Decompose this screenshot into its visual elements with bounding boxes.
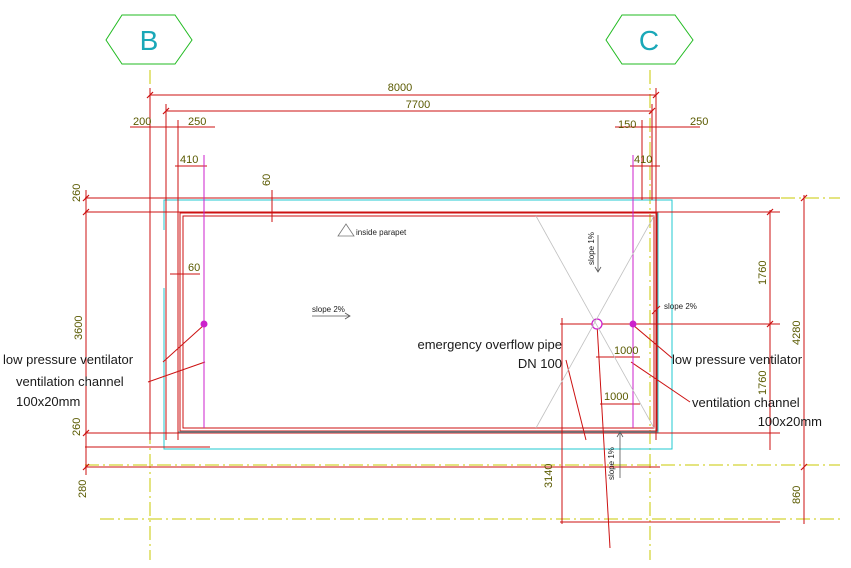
note-inside-parapet: inside parapet [356, 228, 407, 237]
tick-4 [648, 107, 656, 115]
drain-diag-2 [535, 215, 655, 429]
dimension-ticks [82, 91, 808, 471]
tick-3 [162, 107, 170, 115]
leader-vent-right [630, 361, 691, 403]
dim-4280: 4280 [791, 321, 803, 345]
label-overflow-2: DN 100 [518, 356, 562, 371]
roof-edge [182, 215, 655, 429]
tick-6 [82, 208, 90, 216]
leader-vent-left [147, 361, 206, 383]
ventilator-left-icon [200, 320, 208, 328]
axis-bubble-c [605, 14, 694, 65]
dim-410-right: 410 [634, 154, 652, 166]
note-slope-vert-top: slope 1% [587, 232, 596, 265]
dim-7700: 7700 [406, 99, 430, 111]
ventilator-right-icon [629, 320, 637, 328]
dim-60-top: 60 [261, 174, 273, 186]
axis-label-b: B [140, 25, 159, 56]
dim-1760-top: 1760 [757, 261, 769, 285]
dim-1000-b: 1000 [604, 391, 628, 403]
leader-slope-right [651, 305, 661, 315]
tick-2 [652, 91, 660, 99]
slope-arrow-vert-top-head [594, 266, 602, 273]
dim-260-top: 260 [71, 184, 83, 202]
slope-arrow-left-head [344, 312, 351, 320]
dim-200: 200 [133, 116, 151, 128]
parapet-marker-icon [337, 223, 355, 237]
tick-7 [82, 429, 90, 437]
label-vent-right-1: ventilation channel [692, 395, 800, 410]
axis-bubble-b [105, 14, 193, 65]
dim-150: 150 [618, 119, 636, 131]
overflow-pipe-line [596, 323, 611, 549]
tick-9 [766, 208, 774, 216]
parapet-inner [177, 211, 659, 433]
dim-1760-bottom: 1760 [757, 371, 769, 395]
label-lpv-left: low pressure ventilator [3, 352, 134, 367]
label-vent-left-2: 100x20mm [16, 394, 80, 409]
leader-overflow [565, 359, 587, 441]
dim-60-left: 60 [188, 262, 200, 274]
tick-1 [146, 91, 154, 99]
label-vent-right-2: 100x20mm [758, 414, 822, 429]
slope-arrows [312, 235, 624, 478]
roof-slab [179, 212, 658, 432]
dim-8000: 8000 [388, 82, 412, 94]
roof-outline [85, 88, 805, 549]
tick-5 [82, 194, 90, 202]
note-slope-right: slope 2% [664, 302, 697, 311]
leader-lpv-left [162, 324, 205, 363]
drainage-lines [535, 215, 655, 429]
tick-10 [766, 320, 774, 328]
dim-3140: 3140 [543, 464, 555, 488]
grid-lines [85, 70, 840, 560]
dim-860: 860 [791, 486, 803, 504]
leader-lpv-right [632, 324, 673, 359]
axis-label-c: C [639, 25, 659, 56]
tick-12 [800, 463, 808, 471]
label-lpv-right: low pressure ventilator [672, 352, 803, 367]
slope-arrow-vert-bottom-head [616, 431, 624, 438]
label-overflow-1: emergency overflow pipe [417, 337, 562, 352]
dim-250-left: 250 [188, 116, 206, 128]
note-slope-left: slope 2% [312, 305, 345, 314]
dim-250-right: 250 [690, 116, 708, 128]
dim-1000-a: 1000 [614, 345, 638, 357]
label-vent-left-1: ventilation channel [16, 374, 124, 389]
dim-260-bottom: 260 [71, 418, 83, 436]
tick-11 [800, 194, 808, 202]
dim-410-left: 410 [180, 154, 198, 166]
dim-3600: 3600 [73, 316, 85, 340]
tick-8 [82, 463, 90, 471]
note-slope-vert-bottom: slope 1% [607, 447, 616, 480]
ventilation-channels [203, 155, 634, 428]
dim-280-bottom: 280 [77, 480, 89, 498]
